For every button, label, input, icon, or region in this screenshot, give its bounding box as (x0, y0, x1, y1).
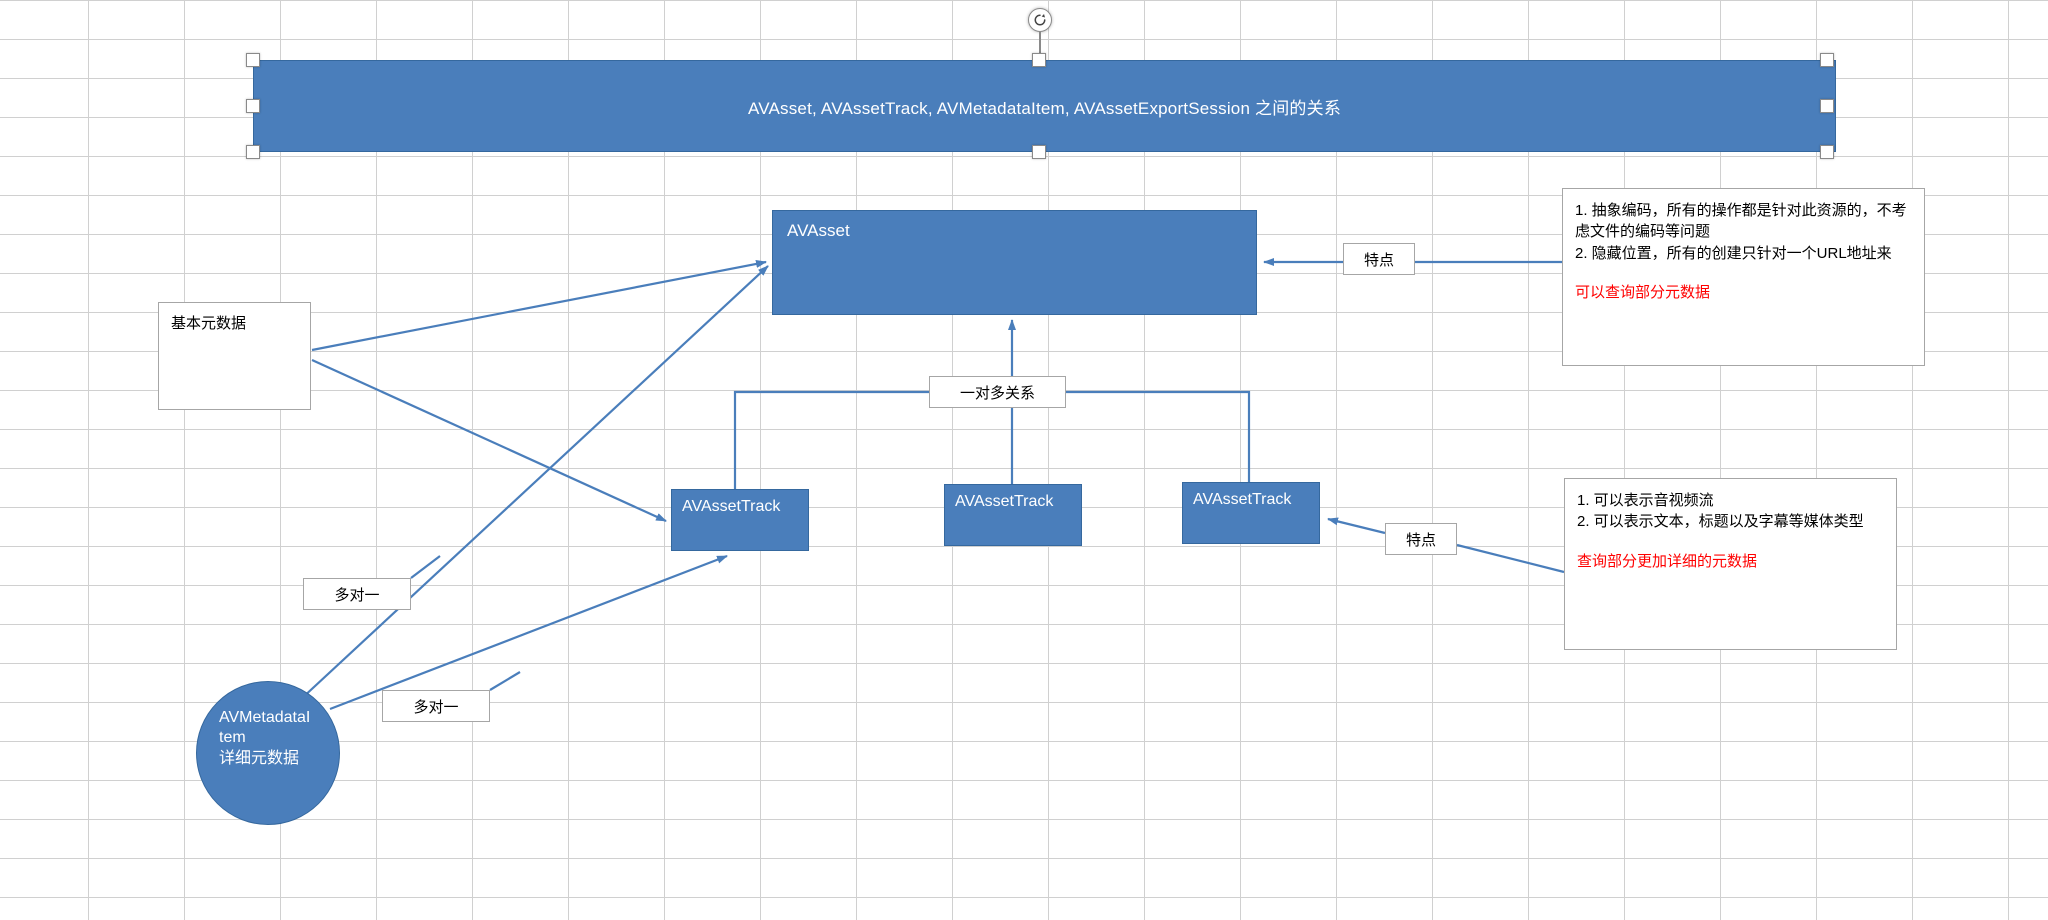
edge-label-many-to-one-upper-text: 多对一 (334, 586, 380, 604)
note-avasset-line-2: 2. 隐藏位置，所有的创建只针对一个URL地址来 (1575, 244, 1892, 262)
title-banner-label: AVAsset, AVAssetTrack, AVMetadataItem, A… (747, 98, 1342, 118)
note-track-features[interactable]: 1. 可以表示音视频流 2. 可以表示文本，标题以及字幕等媒体类型 查询部分更加… (1564, 478, 1897, 650)
resize-handle-e[interactable] (1820, 99, 1834, 113)
node-basic-metadata[interactable]: 基本元数据 (158, 302, 311, 410)
note-avasset-highlight: 可以查询部分元数据 (1575, 283, 1711, 301)
edge-basic-metadata-to-avasset (311, 259, 767, 352)
resize-handle-se[interactable] (1820, 145, 1834, 159)
node-avmetadataitem-label: AVMetadataItem (219, 709, 311, 747)
node-avassettrack-2-label: AVAssetTrack (955, 493, 1054, 510)
leader-many-to-one-upper (410, 555, 441, 579)
node-avasset-label: AVAsset (787, 221, 850, 240)
note-avasset-line-1: 1. 抽象编码，所有的操作都是针对此资源的，不考虑文件的编码等问题 (1575, 202, 1907, 241)
edge-label-one-to-many-text: 一对多关系 (959, 384, 1035, 402)
node-basic-metadata-label: 基本元数据 (171, 315, 247, 332)
edge-label-feature-bottom-text: 特点 (1405, 531, 1436, 549)
note-track-line-1: 1. 可以表示音视频流 (1577, 492, 1714, 509)
resize-handle-s[interactable] (1032, 145, 1046, 159)
note-track-line-2: 2. 可以表示文本，标题以及字幕等媒体类型 (1577, 513, 1864, 531)
note-track-highlight: 查询部分更加详细的元数据 (1577, 552, 1758, 570)
title-banner[interactable]: AVAsset, AVAssetTrack, AVMetadataItem, A… (253, 60, 1836, 152)
edge-label-many-to-one-lower-text: 多对一 (413, 698, 459, 716)
node-avassettrack-2[interactable]: AVAssetTrack (944, 484, 1082, 546)
note-avasset-features[interactable]: 1. 抽象编码，所有的操作都是针对此资源的，不考虑文件的编码等问题 2. 隐藏位… (1562, 188, 1925, 366)
node-avmetadataitem[interactable]: AVMetadataItem 详细元数据 (196, 681, 340, 825)
edge-trunk-to-track3 (1066, 390, 1251, 482)
edge-feature-bottom-to-track3 (1327, 517, 1386, 535)
node-avasset[interactable]: AVAsset (772, 210, 1257, 315)
node-avmetadataitem-subtitle: 详细元数据 (219, 749, 300, 767)
resize-handle-w[interactable] (246, 99, 260, 113)
resize-handle-sw[interactable] (246, 145, 260, 159)
edge-basic-metadata-to-track1 (311, 358, 667, 523)
edge-label-many-to-one-upper[interactable]: 多对一 (303, 578, 411, 610)
resize-handle-nw[interactable] (246, 53, 260, 67)
edge-trunk-to-track1 (733, 390, 929, 489)
rotate-icon[interactable] (1028, 8, 1052, 32)
leader-many-to-one-lower (489, 671, 521, 691)
edge-label-feature-bottom[interactable]: 特点 (1385, 523, 1457, 555)
rotate-stem (1039, 32, 1041, 54)
node-avassettrack-1-label: AVAssetTrack (682, 498, 781, 515)
edge-label-one-to-many[interactable]: 一对多关系 (929, 376, 1066, 408)
edge-label-feature-top-text: 特点 (1363, 251, 1394, 269)
edge-feature-bottom-to-note (1456, 543, 1565, 574)
resize-handle-n[interactable] (1032, 53, 1046, 67)
node-avassettrack-1[interactable]: AVAssetTrack (671, 489, 809, 551)
node-avassettrack-3-label: AVAssetTrack (1193, 491, 1292, 508)
node-avassettrack-3[interactable]: AVAssetTrack (1182, 482, 1320, 544)
edge-label-feature-top[interactable]: 特点 (1343, 243, 1415, 275)
resize-handle-ne[interactable] (1820, 53, 1834, 67)
edge-metadata-to-avasset (299, 265, 769, 701)
edge-label-many-to-one-lower[interactable]: 多对一 (382, 690, 490, 722)
